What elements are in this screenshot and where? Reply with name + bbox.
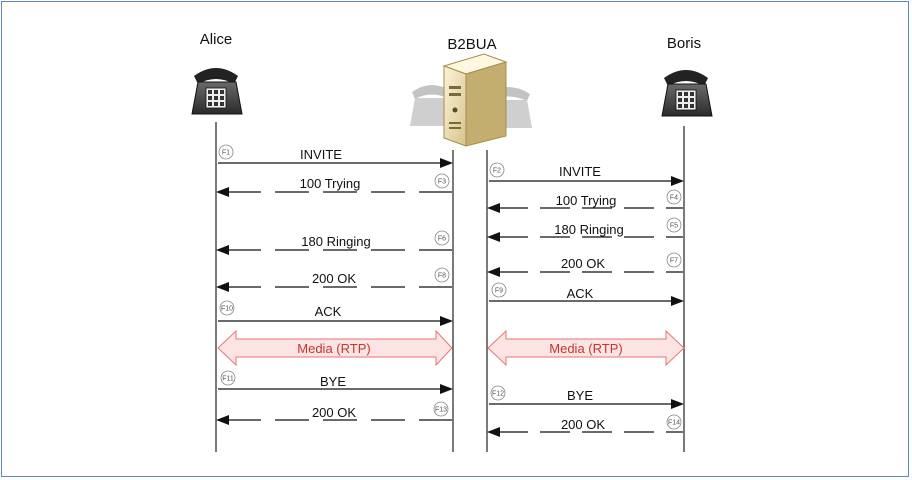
party-label-b2bua: B2BUA — [447, 36, 496, 53]
server-icon — [410, 53, 532, 147]
message-label: 200 OK — [561, 417, 605, 432]
message-label: 100 Trying — [556, 193, 617, 208]
message-id: F2 — [493, 168, 501, 175]
media-rtp-left: Media (RTP) — [217, 329, 453, 367]
message-label: 200 OK — [312, 405, 356, 420]
message-f12: F12 BYE — [489, 385, 684, 409]
message-id: F11 — [222, 376, 234, 383]
message-label: 180 Ringing — [554, 222, 623, 237]
message-label: 100 Trying — [300, 176, 361, 191]
message-id: F14 — [668, 420, 680, 427]
message-label: INVITE — [300, 147, 342, 162]
message-id: F12 — [492, 391, 504, 398]
message-f11: F11 BYE — [218, 370, 453, 394]
message-id: F7 — [670, 258, 678, 265]
message-id: F5 — [670, 223, 678, 230]
message-label: 200 OK — [312, 271, 356, 286]
media-label: Media (RTP) — [297, 341, 370, 356]
message-f14: F14 200 OK — [487, 414, 683, 437]
party-label-alice: Alice — [200, 31, 233, 48]
message-f6: F6 180 Ringing — [216, 230, 452, 255]
party-label-boris: Boris — [667, 35, 701, 52]
message-id: F10 — [221, 306, 233, 313]
message-label: ACK — [567, 286, 594, 301]
message-f7: F7 200 OK — [487, 252, 683, 277]
message-label: INVITE — [559, 164, 601, 179]
message-f8: F8 200 OK — [216, 267, 452, 292]
message-label: BYE — [320, 374, 346, 389]
message-f1: F1 INVITE — [218, 144, 453, 168]
message-label: 200 OK — [561, 256, 605, 271]
message-id: F8 — [438, 273, 446, 280]
media-rtp-right: Media (RTP) — [487, 329, 685, 367]
message-label: ACK — [315, 304, 342, 319]
message-id: F4 — [670, 195, 678, 202]
message-f13: F13 200 OK — [216, 401, 452, 425]
message-id: F1 — [222, 150, 230, 157]
phone-icon — [661, 70, 713, 117]
message-label: BYE — [567, 388, 593, 403]
message-f5: F5 180 Ringing — [487, 217, 683, 242]
phone-icon — [191, 68, 243, 115]
message-f3: F3 100 Trying — [216, 173, 452, 197]
message-label: 180 Ringing — [301, 234, 370, 249]
message-id: F13 — [435, 407, 447, 414]
media-label: Media (RTP) — [549, 341, 622, 356]
message-id: F6 — [438, 236, 446, 243]
message-id: F9 — [495, 288, 503, 295]
message-f9: F9 ACK — [489, 282, 684, 306]
message-id: F3 — [438, 179, 446, 186]
message-f2: F2 INVITE — [489, 162, 684, 186]
message-f10: F10 ACK — [218, 300, 453, 326]
message-f4: F4 100 Trying — [487, 189, 683, 213]
